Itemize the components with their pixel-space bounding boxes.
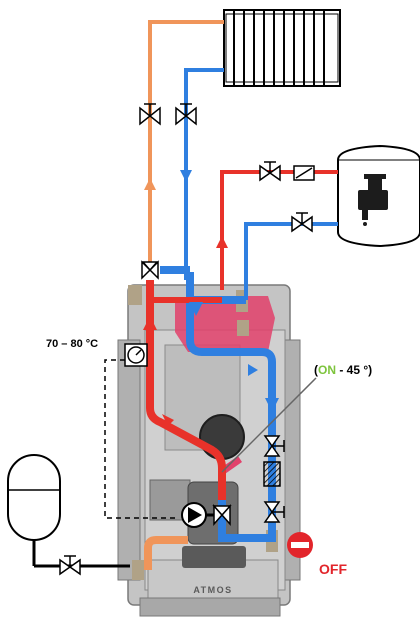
valve-icon bbox=[141, 260, 159, 280]
valve-icon bbox=[263, 435, 285, 457]
radiator-icon bbox=[223, 9, 341, 87]
pump-icon bbox=[181, 502, 214, 528]
valve-icon bbox=[175, 103, 197, 126]
top-panel bbox=[175, 296, 275, 352]
valve-icon bbox=[59, 555, 81, 576]
thermometer-icon bbox=[124, 343, 148, 367]
temperature-label: 70 – 80 °C bbox=[46, 338, 98, 350]
boiler-drain-pipe bbox=[144, 536, 188, 570]
valve-icon bbox=[291, 212, 313, 233]
arrow-up-icon bbox=[248, 364, 258, 376]
boiler-return-loop bbox=[186, 272, 276, 542]
arrow-up-icon bbox=[144, 178, 156, 190]
arrow-up-icon bbox=[143, 316, 157, 330]
tank-supply-pipe bbox=[220, 170, 338, 290]
brand-label: ATMOS bbox=[193, 585, 232, 595]
faucet-icon bbox=[358, 174, 388, 226]
valve-position-label: (ON - 45 °) bbox=[314, 363, 372, 377]
callout-line bbox=[221, 377, 317, 473]
arrow-up-icon bbox=[216, 236, 228, 248]
hot-water-tank-icon bbox=[337, 144, 420, 248]
expansion-vessel-icon bbox=[7, 454, 61, 566]
valve-icon bbox=[259, 161, 281, 182]
off-label: OFF bbox=[319, 561, 347, 577]
no-entry-icon bbox=[287, 532, 313, 558]
sensor-line bbox=[104, 359, 178, 519]
arrow-down-icon bbox=[189, 302, 203, 316]
valve-icon bbox=[139, 103, 161, 126]
filter-icon bbox=[263, 461, 281, 487]
arrow-down-icon bbox=[180, 170, 192, 182]
arrow-down-icon bbox=[162, 414, 174, 426]
arrow-down-icon bbox=[265, 398, 279, 412]
radiator-return-pipe bbox=[184, 68, 224, 280]
valve-icon bbox=[263, 501, 285, 523]
boiler-supply-pipe bbox=[146, 280, 226, 500]
